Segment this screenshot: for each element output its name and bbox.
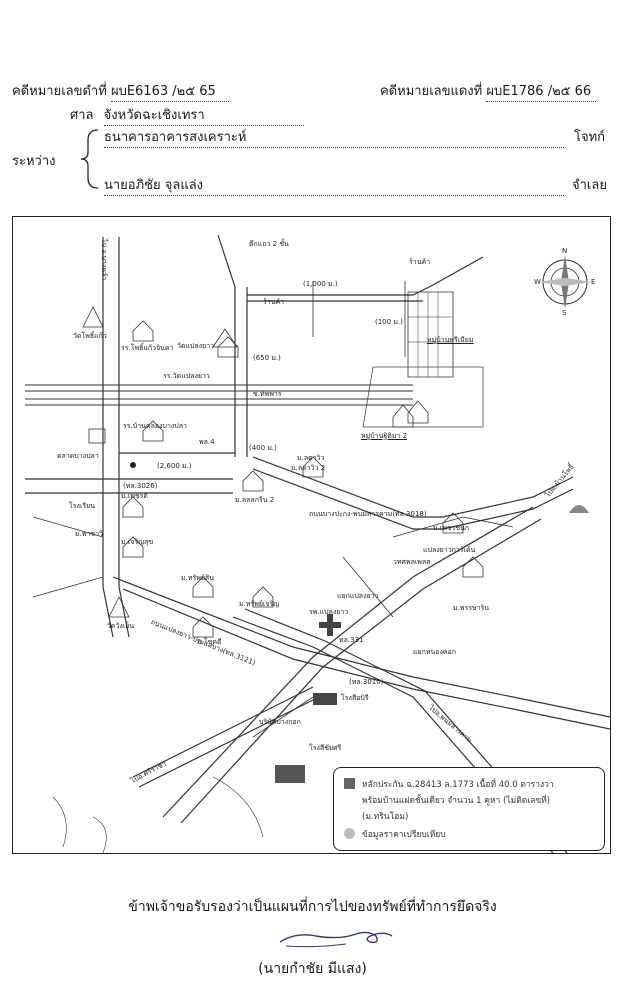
map-label-dist-1: (1,000 ม.): [303, 280, 338, 288]
legend-line-3: (ม.ทรินโฮม): [362, 812, 409, 822]
map-label-pao: พล.4: [199, 438, 215, 446]
black-case-number: ผบE6163: [110, 84, 169, 99]
map-label-temple-1: วัดโพธิ์แก้ว: [73, 332, 107, 340]
red-case-year: 66: [574, 84, 592, 99]
map-label-school-1: รร.โพธิ์แก้วจินดา: [121, 344, 174, 352]
map-label-factory-2: โรงสีอบิรี: [341, 694, 369, 702]
map-label-apt-11: ม.เพชรชนก: [433, 524, 470, 532]
signature-icon: [279, 931, 393, 948]
map-label-dist-3: (650 ม.): [253, 354, 281, 362]
map-label-road-3026: (ทล.3026): [123, 482, 158, 490]
map-label-road-331: ทล.331: [339, 636, 364, 644]
map-label-apt-6: ม.เจริญสุข: [121, 538, 154, 546]
map-legend: หลักประกัน ฉ.28413 ล.1773 เนื้อที่ 40.0 …: [333, 767, 605, 851]
map-label-cemetery: แยกแปลงยาว: [337, 592, 379, 600]
map-label-dist-4: (2,600 ม.): [157, 462, 192, 470]
map-label-apt-8: ม.ทรัพย์เจริญ: [239, 600, 280, 608]
location-map: ไป อ.บางคล้า วัดโพธิ์แก้ว รร.โพธิ์แก้วจิ…: [12, 216, 611, 854]
map-label-apt-3: ม.ลดาวิว: [297, 454, 325, 462]
map-label-dist-5: (400 ม.): [249, 444, 277, 452]
map-label-apt-10: ม.พรรษาริน: [453, 604, 490, 612]
map-label-apt-5: ม.พาซาวิ: [75, 530, 103, 538]
map-label-mart-2: ร้านค้า: [409, 258, 431, 266]
brace-icon: [80, 129, 99, 189]
compass-south: S: [562, 309, 567, 317]
map-label-office: วทศพลเพลส: [393, 558, 431, 566]
defendant-name: นายอภิชัย จุลแล่ง: [104, 174, 564, 196]
map-label-village-1: หมู่บ้านพรีเมียม: [427, 336, 474, 344]
map-label-hospital-2: ตึกแถว 2 ชั้น: [249, 240, 289, 248]
black-case-year: 65: [199, 84, 216, 99]
map-label-road-left-top: ไป อ.บางคล้า: [100, 239, 108, 281]
map-label-factory-4: โรงสีชัยศรี: [309, 744, 342, 752]
court-line: ศาล จังหวัดฉะเชิงเทรา: [70, 104, 304, 126]
map-label-apt-7: ม.ทรัพย์สิน: [181, 574, 214, 582]
plaintiff-role: โจทก์: [574, 130, 606, 145]
compass-east: E: [591, 278, 596, 286]
map-label-dist-2: (100 ม.): [375, 318, 403, 326]
map-label-factory-3: บริษัทบางกอก: [259, 718, 301, 726]
black-case-separator: /๒๕: [172, 84, 196, 99]
map-label-apt-1: ม.ลลลกรีน 2: [235, 496, 275, 504]
map-label-temple-2: วัดแปลงยาว: [177, 342, 215, 350]
map-label-police: รพ.แปลงยาว: [309, 608, 349, 616]
defendant-line: นายอภิชัย จุลแล่ง: [104, 174, 574, 196]
court-label: ศาล: [70, 108, 94, 123]
between-label: ระหว่าง: [12, 154, 56, 169]
map-label-mart-1: ร้านค้า: [263, 298, 285, 306]
map-label-apt-9: ม.โชคดี: [197, 638, 222, 646]
legend-line-2: พร้อมบ้านแฝดชั้นเดียว จำนวน 1 คูหา (ไม่ต…: [362, 796, 551, 806]
map-label-road-main: ถนนบางปะกง-พนมสารคาม(ทล.3018): [309, 510, 427, 518]
map-label-apt-2: ม.ลดาวิว 2: [291, 464, 326, 472]
red-case-number: ผบE1786: [486, 84, 544, 99]
map-label-temple-3: วัดวังเย็น: [107, 622, 135, 630]
compass-north: N: [562, 247, 568, 255]
black-case-line: คดีหมายเลขดำที่ ผบE6163 /๒๕ 65: [12, 80, 229, 102]
comparison-circle-icon: [344, 828, 355, 839]
defendant-role: จำเลย: [572, 178, 607, 193]
red-case-separator: /๒๕: [547, 84, 571, 99]
legend-line-4: ข้อมูลราคาเปรียบเทียบ: [362, 830, 446, 840]
plaintiff-name: ธนาคารอาคารสงเคราะห์: [104, 126, 564, 148]
legend-line-1: หลักประกัน ฉ.28413 ล.1773 เนื้อที่ 40.0 …: [362, 780, 554, 790]
red-case-label: คดีหมายเลขแดงที่: [380, 84, 483, 99]
map-label-village-2: หมู่บ้านฐิติมา 2: [361, 432, 408, 440]
map-label-market: ตลาดบางปลา: [57, 452, 99, 460]
signer-name: (นายกำชัย มีแสง): [258, 961, 367, 977]
map-label-junction: แยกหนองคอก: [413, 648, 456, 656]
court-name: จังหวัดฉะเชิงเทรา: [103, 104, 304, 126]
map-label-school-4: โรงเรียน: [69, 502, 95, 510]
map-label-soi-1: ซ.ทิพพาร: [253, 390, 282, 398]
certification-text: ข้าพเจ้าขอรับรองว่าเป็นแผนที่การไปของทรั…: [128, 899, 497, 915]
map-roads: [25, 234, 610, 853]
red-case-line: คดีหมายเลขแดงที่ ผบE1786 /๒๕ 66: [380, 80, 597, 102]
map-label-road-3010: (ทล.3010): [349, 678, 384, 686]
plaintiff-line: ธนาคารอาคารสงเคราะห์: [104, 126, 574, 148]
collateral-square-icon: [344, 778, 355, 789]
map-label-school-3: รร.บ้านคลองบางปลา: [123, 422, 187, 430]
map-label-factory: แปลงยาวการ์เด้น: [423, 546, 476, 554]
map-label-apt-4: ม.เพชรดี: [121, 492, 148, 500]
black-case-label: คดีหมายเลขดำที่: [12, 84, 107, 99]
compass-west: W: [534, 278, 541, 286]
map-label-school-2: รร.วัดแปลงยาว: [163, 372, 210, 380]
